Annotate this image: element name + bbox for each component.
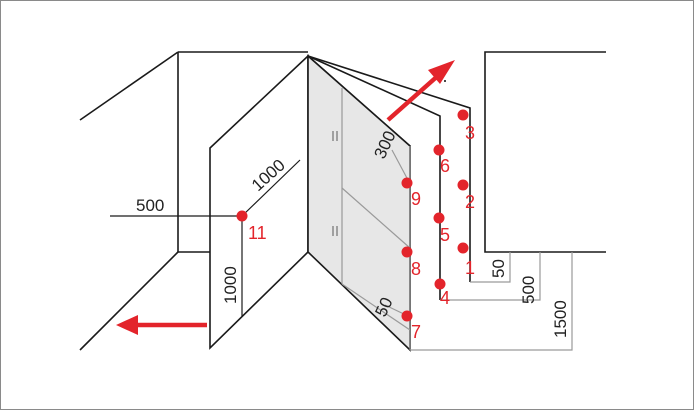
marker-label-9: 9	[411, 189, 421, 209]
marker-points: 3 6 2 9 5 11 1 8 4 7	[236, 109, 475, 342]
marker-point-7	[401, 310, 413, 322]
marker-point-4	[434, 278, 446, 290]
dim-500-right-line	[440, 252, 541, 301]
room-floor-left-line	[79, 251, 179, 351]
dim-label-50-right: 50	[489, 259, 508, 278]
front-panel-shelf-2	[341, 283, 411, 331]
marker-label-8: 8	[411, 259, 421, 279]
dim-label-1500-right: 1500	[551, 300, 570, 338]
room-left	[79, 51, 308, 351]
arrows	[116, 60, 455, 335]
right-wall-outline	[484, 51, 606, 253]
right-dimension-lines	[384, 149, 573, 351]
marker-label-1: 1	[465, 258, 475, 278]
marker-point-2	[457, 179, 469, 191]
dim-300-line	[391, 149, 409, 181]
arrow-left	[116, 315, 207, 335]
front-panel-shelf-1	[341, 187, 411, 249]
front-panel-hinges	[332, 131, 338, 236]
marker-point-5	[433, 212, 445, 224]
dim-1500-right-line	[410, 252, 573, 351]
arrow-up-right	[386, 60, 455, 122]
dim-label-500-right: 500	[519, 276, 538, 304]
marker-point-1	[457, 242, 469, 254]
dim-label-1000-diag: 1000	[248, 156, 289, 195]
marker-label-11: 11	[248, 223, 267, 243]
marker-point-9	[401, 177, 413, 189]
room-ceiling-left-line	[79, 51, 179, 121]
marker-point-6	[433, 144, 445, 156]
dim-label-1000-vert: 1000	[221, 266, 240, 304]
arrow-up-right-shaft	[386, 71, 443, 122]
marker-point-8	[401, 246, 413, 258]
marker-point-3	[457, 109, 469, 121]
left-dimension-lines	[110, 159, 301, 316]
arrow-up-right-head	[428, 60, 455, 84]
dim-label-500-left: 500	[136, 196, 164, 215]
marker-label-3: 3	[465, 123, 475, 143]
marker-label-5: 5	[440, 225, 450, 245]
marker-label-2: 2	[465, 192, 475, 212]
fan-panel-2	[307, 55, 441, 300]
dim-1000-diag-line	[241, 159, 301, 217]
marker-point-11	[236, 210, 248, 222]
marker-label-7: 7	[411, 322, 421, 342]
arrow-left-head	[116, 315, 138, 335]
right-wall-block	[484, 51, 606, 253]
dim-50-right-line	[470, 252, 511, 283]
fan-panel-1	[307, 55, 471, 282]
marker-label-6: 6	[440, 156, 450, 176]
marker-label-4: 4	[440, 288, 450, 308]
